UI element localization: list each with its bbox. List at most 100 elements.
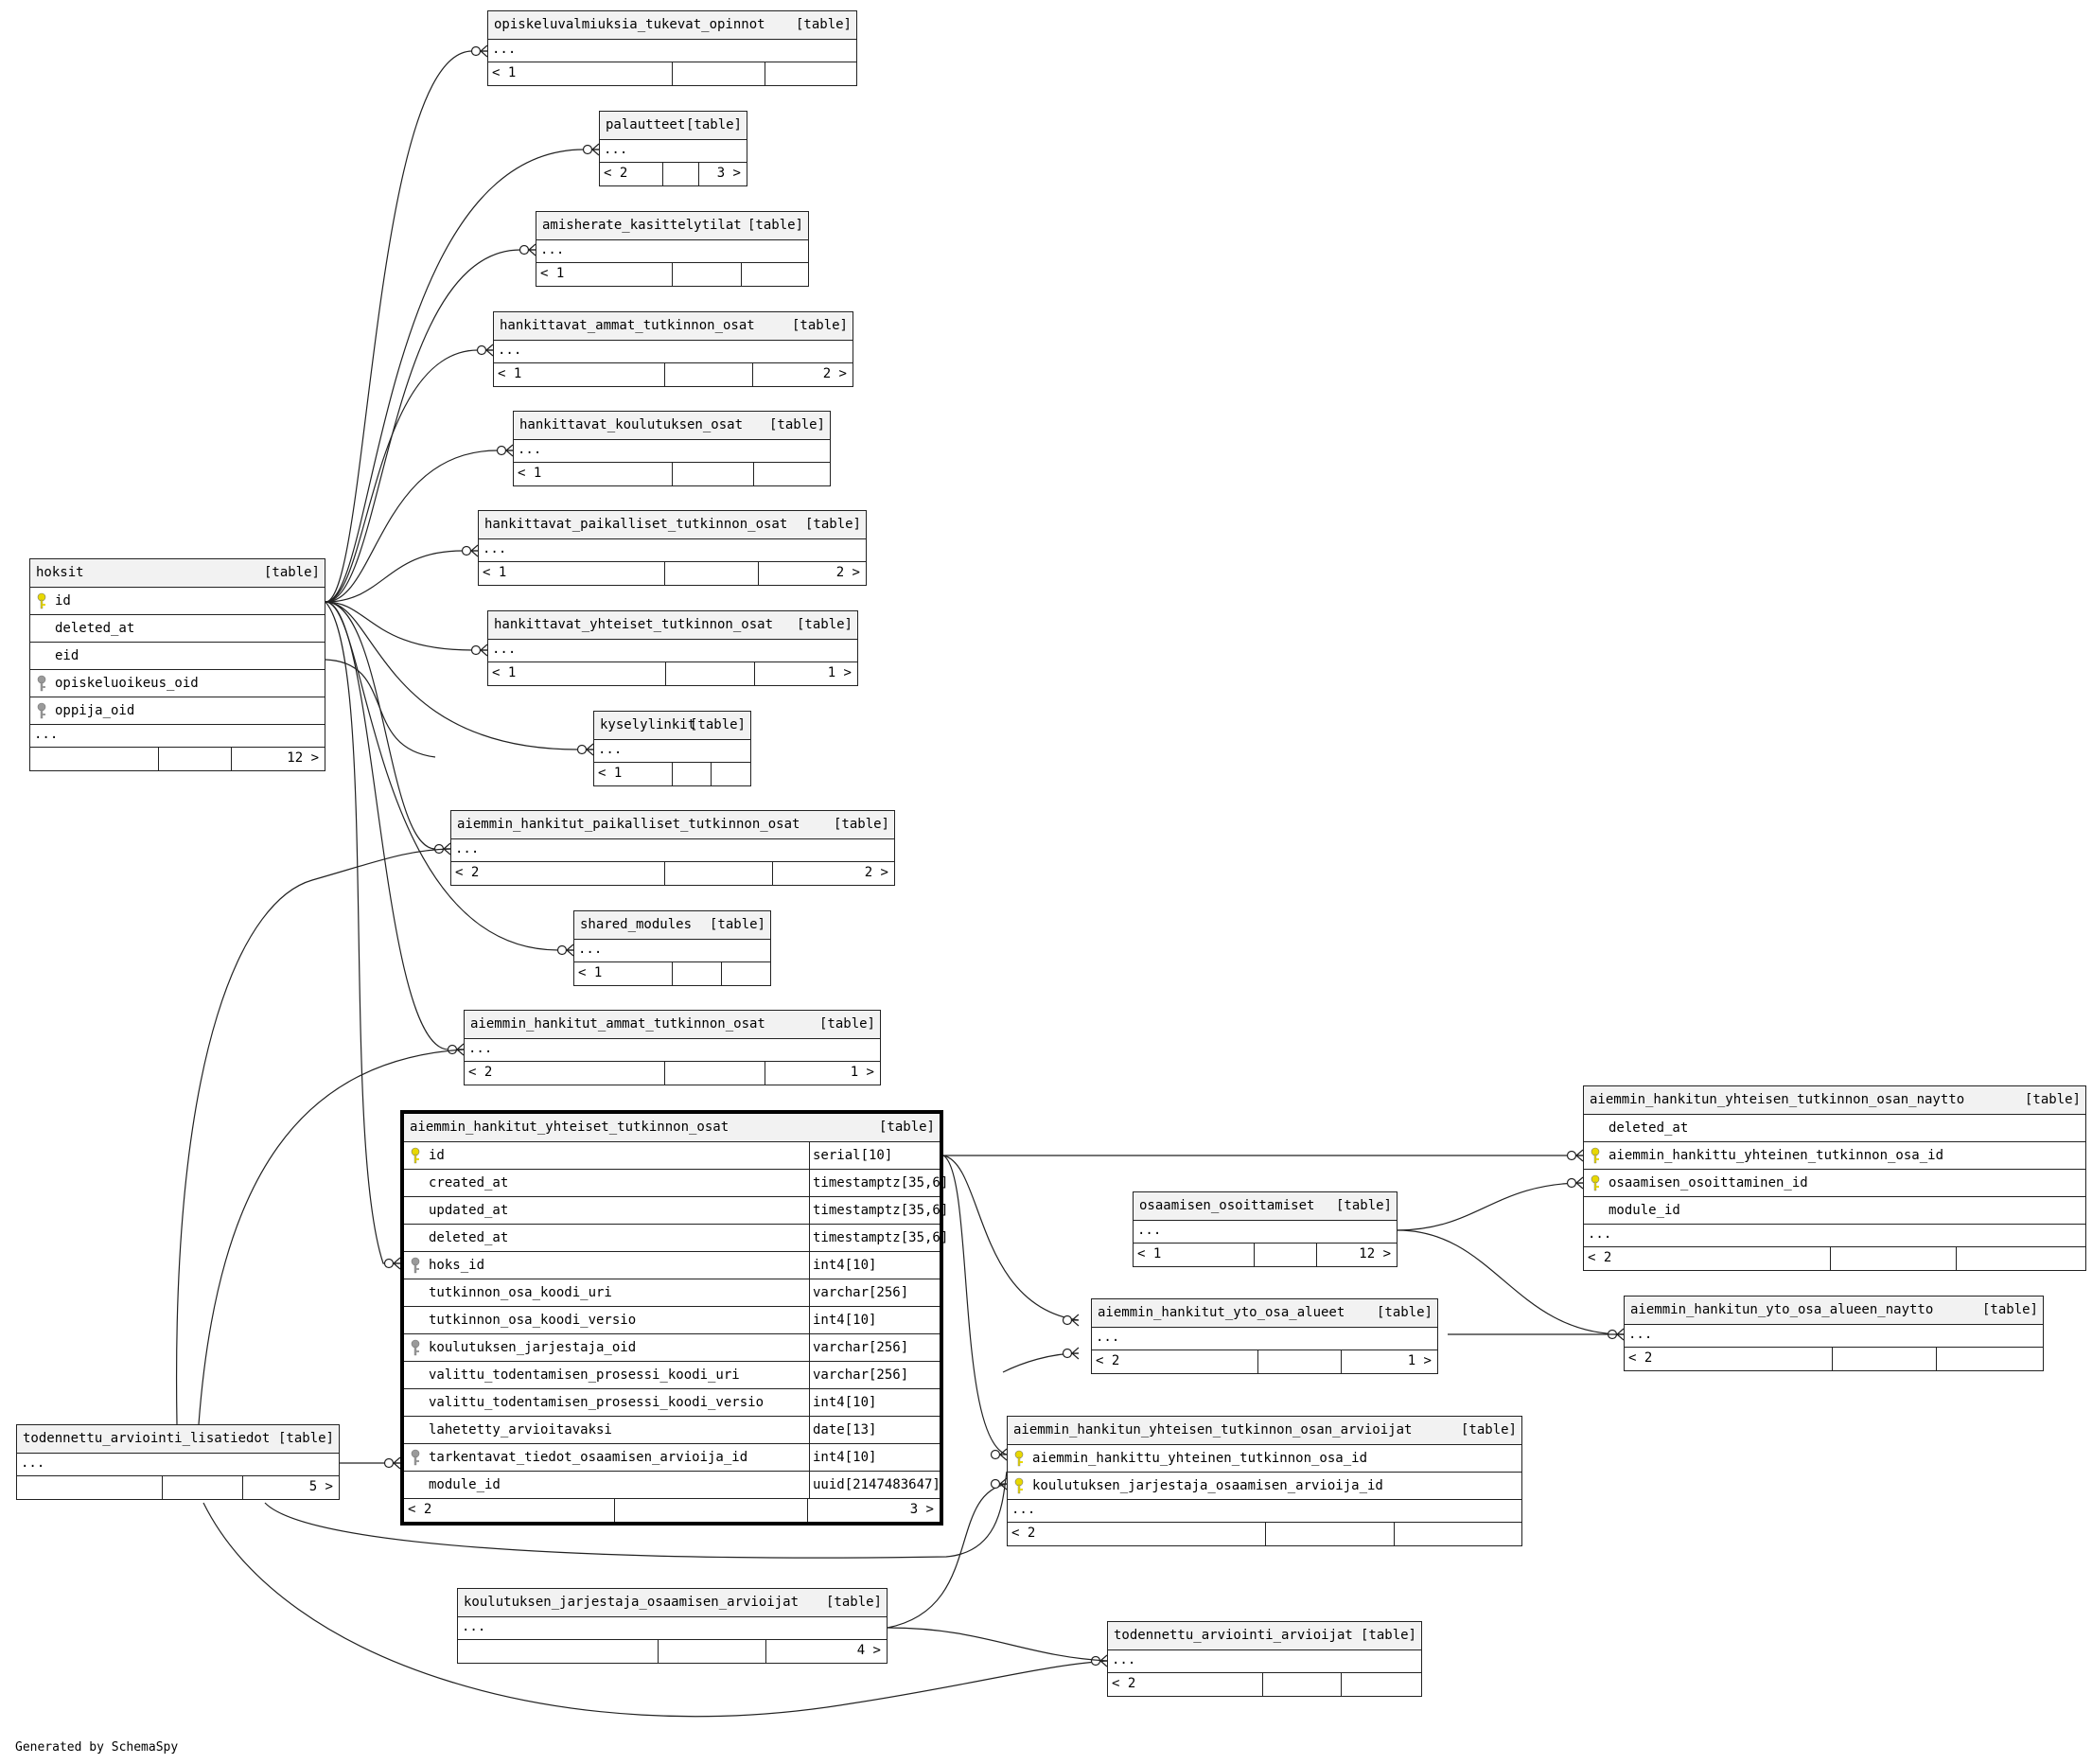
more-columns-row[interactable]: ...	[17, 1454, 339, 1476]
table-name[interactable]: aiemmin_hankitut_paikalliset_tutkinnon_o…	[457, 817, 800, 832]
more-columns-row[interactable]: ...	[1092, 1328, 1437, 1350]
table-name[interactable]: aiemmin_hankitun_yhteisen_tutkinnon_osan…	[1013, 1422, 1413, 1438]
parents-count[interactable]: < 2	[1011, 1526, 1036, 1541]
table-name[interactable]: opiskeluvalmiuksia_tukevat_opinnot	[494, 17, 765, 32]
table-header[interactable]: aiemmin_hankitun_yhteisen_tutkinnon_osan…	[1008, 1417, 1521, 1445]
table-name[interactable]: koulutuksen_jarjestaja_osaamisen_arvioij…	[464, 1595, 800, 1610]
table-header[interactable]: hankittavat_paikalliset_tutkinnon_osat[t…	[479, 511, 866, 539]
table-hankittavat-ammat-tutkinnon-osat[interactable]: hankittavat_ammat_tutkinnon_osat[table].…	[493, 311, 853, 387]
table-header[interactable]: todennettu_arviointi_arvioijat[table]	[1108, 1622, 1421, 1650]
table-name[interactable]: aiemmin_hankitun_yto_osa_alueen_naytto	[1630, 1302, 1934, 1317]
table-hankittavat-paikalliset-tutkinnon-osat[interactable]: hankittavat_paikalliset_tutkinnon_osat[t…	[478, 510, 867, 586]
table-name[interactable]: todennettu_arviointi_lisatiedot	[23, 1431, 271, 1446]
more-columns-row[interactable]: ...	[488, 40, 856, 62]
parents-count[interactable]: < 2	[1112, 1676, 1136, 1691]
parents-count[interactable]: < 1	[598, 766, 623, 781]
parents-count[interactable]: < 1	[483, 565, 507, 580]
parents-count[interactable]: < 1	[540, 266, 565, 281]
table-header[interactable]: palautteet[table]	[600, 112, 747, 140]
table-header[interactable]: kyselylinkit[table]	[594, 712, 750, 740]
table-aiemmin-hankitut-yto-osa-alueet[interactable]: aiemmin_hankitut_yto_osa_alueet[table]..…	[1091, 1298, 1438, 1374]
more-columns-row[interactable]: ...	[1108, 1650, 1421, 1673]
table-aiemmin-hankitun-yhteisen-tutkinnon-osan-arvioijat[interactable]: aiemmin_hankitun_yhteisen_tutkinnon_osan…	[1007, 1416, 1522, 1546]
table-name[interactable]: shared_modules	[580, 917, 693, 932]
table-name[interactable]: hankittavat_ammat_tutkinnon_osat	[500, 318, 755, 333]
parents-count[interactable]: < 2	[1588, 1250, 1612, 1265]
more-columns-row[interactable]: ...	[451, 839, 894, 862]
column-row[interactable]: module_id	[1584, 1197, 2085, 1225]
table-opiskeluvalmiuksia-tukevat-opinnot[interactable]: opiskeluvalmiuksia_tukevat_opinnot[table…	[487, 10, 857, 86]
table-aiemmin-hankitun-yhteisen-tutkinnon-osan-naytto[interactable]: aiemmin_hankitun_yhteisen_tutkinnon_osan…	[1583, 1085, 2086, 1271]
table-name[interactable]: palautteet	[606, 117, 686, 132]
more-columns-row[interactable]: ...	[1008, 1500, 1521, 1523]
column-row[interactable]: oppija_oid	[30, 697, 325, 725]
column-row[interactable]: aiemmin_hankittu_yhteinen_tutkinnon_osa_…	[1008, 1445, 1521, 1473]
table-name[interactable]: osaamisen_osoittamiset	[1139, 1198, 1315, 1213]
table-header[interactable]: hankittavat_yhteiset_tutkinnon_osat[tabl…	[488, 611, 857, 640]
parents-count[interactable]: < 2	[408, 1502, 432, 1517]
parents-count[interactable]: < 1	[492, 65, 517, 80]
more-columns-row[interactable]: ...	[1625, 1325, 2043, 1348]
table-name[interactable]: amisherate_kasittelytilat	[542, 218, 742, 233]
column-row[interactable]: id	[30, 588, 325, 615]
column-row[interactable]: tarkentavat_tiedot_osaamisen_arvioija_id…	[404, 1444, 940, 1472]
more-columns-row[interactable]: ...	[458, 1617, 887, 1640]
table-header[interactable]: aiemmin_hankitun_yhteisen_tutkinnon_osan…	[1584, 1086, 2085, 1115]
children-count[interactable]: 4 >	[856, 1643, 881, 1658]
table-header[interactable]: aiemmin_hankitut_ammat_tutkinnon_osat[ta…	[465, 1011, 880, 1039]
table-header[interactable]: aiemmin_hankitun_yto_osa_alueen_naytto[t…	[1625, 1297, 2043, 1325]
more-columns-row[interactable]: ...	[494, 341, 853, 363]
table-hankittavat-yhteiset-tutkinnon-osat[interactable]: hankittavat_yhteiset_tutkinnon_osat[tabl…	[487, 610, 858, 686]
more-columns-row[interactable]: ...	[1584, 1225, 2085, 1247]
table-kyselylinkit[interactable]: kyselylinkit[table]...< 1	[593, 711, 751, 786]
parents-count[interactable]: < 2	[468, 1065, 493, 1080]
column-row[interactable]: deleted_at	[30, 615, 325, 643]
column-row[interactable]: eid	[30, 643, 325, 670]
column-row[interactable]: opiskeluoikeus_oid	[30, 670, 325, 697]
table-aiemmin-hankitut-ammat-tutkinnon-osat[interactable]: aiemmin_hankitut_ammat_tutkinnon_osat[ta…	[464, 1010, 881, 1085]
table-header[interactable]: aiemmin_hankitut_yto_osa_alueet[table]	[1092, 1299, 1437, 1328]
table-aiemmin-hankitut-yhteiset-tutkinnon-osat[interactable]: aiemmin_hankitut_yhteiset_tutkinnon_osat…	[400, 1110, 948, 1526]
more-columns-row[interactable]: ...	[1134, 1221, 1397, 1244]
children-count[interactable]: 3 >	[716, 166, 741, 181]
table-header[interactable]: todennettu_arviointi_lisatiedot[table]	[17, 1425, 339, 1454]
table-todennettu-arviointi-arvioijat[interactable]: todennettu_arviointi_arvioijat[table]...…	[1107, 1621, 1422, 1697]
table-header[interactable]: hankittavat_koulutuksen_osat[table]	[514, 412, 830, 440]
table-name[interactable]: hankittavat_koulutuksen_osat	[519, 417, 744, 432]
table-header[interactable]: aiemmin_hankitut_yhteiset_tutkinnon_osat…	[404, 1114, 940, 1142]
more-columns-row[interactable]: ...	[574, 940, 770, 962]
parents-count[interactable]: < 1	[578, 965, 603, 980]
children-count[interactable]: 2 >	[822, 366, 847, 381]
parents-count[interactable]: < 2	[604, 166, 628, 181]
parents-count[interactable]: < 2	[455, 865, 480, 880]
table-name[interactable]: hoksit	[36, 565, 84, 580]
children-count[interactable]: 1 >	[1407, 1353, 1432, 1368]
table-header[interactable]: opiskeluvalmiuksia_tukevat_opinnot[table…	[488, 11, 856, 40]
parents-count[interactable]: < 2	[1096, 1353, 1120, 1368]
table-header[interactable]: amisherate_kasittelytilat[table]	[536, 212, 808, 240]
children-count[interactable]: 1 >	[827, 665, 852, 680]
table-header[interactable]: hankittavat_ammat_tutkinnon_osat[table]	[494, 312, 853, 341]
parents-count[interactable]: < 1	[1137, 1246, 1162, 1261]
table-aiemmin-hankitut-paikalliset-tutkinnon-osat[interactable]: aiemmin_hankitut_paikalliset_tutkinnon_o…	[450, 810, 895, 886]
table-header[interactable]: aiemmin_hankitut_paikalliset_tutkinnon_o…	[451, 811, 894, 839]
parents-count[interactable]: < 1	[492, 665, 517, 680]
more-columns-row[interactable]: ...	[465, 1039, 880, 1062]
table-name[interactable]: aiemmin_hankitut_yhteiset_tutkinnon_osat	[410, 1120, 730, 1135]
table-shared-modules[interactable]: shared_modules[table]...< 1	[573, 910, 771, 986]
column-row[interactable]: koulutuksen_jarjestaja_osaamisen_arvioij…	[1008, 1473, 1521, 1500]
column-row[interactable]: aiemmin_hankittu_yhteinen_tutkinnon_osa_…	[1584, 1142, 2085, 1170]
children-count[interactable]: 2 >	[864, 865, 888, 880]
table-aiemmin-hankitun-yto-osa-alueen-naytto[interactable]: aiemmin_hankitun_yto_osa_alueen_naytto[t…	[1624, 1296, 2044, 1371]
table-name[interactable]: kyselylinkit	[600, 717, 696, 732]
